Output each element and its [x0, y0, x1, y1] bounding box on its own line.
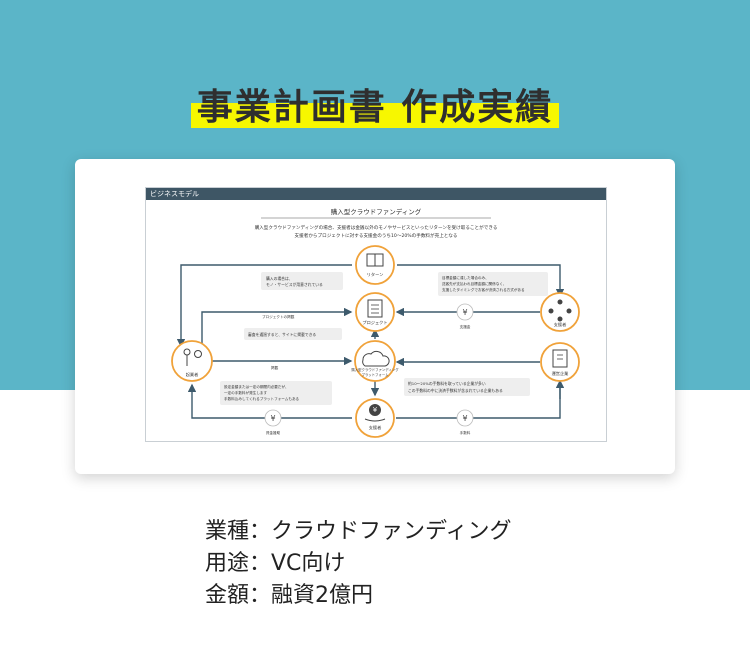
svg-text:購入の場合は、: 購入の場合は、: [266, 276, 293, 281]
svg-text:支援したタイミングでお客が決済される方式がある: 支援したタイミングでお客が決済される方式がある: [442, 287, 525, 292]
node-patrons: 支援者: [540, 292, 580, 332]
node-supporter: ¥ 支援者: [355, 398, 395, 438]
slide-description-line1: 購入型クラウドファンディングの場合、支援者は金銭以外のモノやサービスといったリタ…: [255, 224, 498, 231]
svg-text:一定の手数料が発生します: 一定の手数料が発生します: [224, 390, 268, 395]
industry-line: 業種：クラウドファンディング: [205, 519, 512, 544]
project-info: 業種：クラウドファンディング 用途：VC向け 金額：融資2億円: [205, 516, 511, 612]
note-funding-rule: 目標金額に達した場合のみ、 送客先が支払われ目標金額に関係なく、 支援したタイミ…: [438, 272, 548, 296]
note-return: 購入の場合は、 モノ・サービスが用意されている: [261, 272, 343, 290]
svg-text:審査を通過すると、サイトに掲載できる: 審査を通過すると、サイトに掲載できる: [248, 332, 316, 337]
yen-marker-funded: ¥ 資金援助: [264, 409, 282, 435]
heading: 事業計画書 作成実績: [0, 78, 750, 130]
yen-marker-fee: ¥ 手数料: [456, 409, 474, 435]
svg-text:モノ・サービスが用意されている: モノ・サービスが用意されている: [266, 282, 323, 287]
node-founder: 起業者: [171, 340, 213, 382]
note-fee: 約10～20%の手数料を取っている企業が多い この手数料の中に決済手数料が含まれ…: [404, 378, 530, 396]
note-publish: 審査を通過すると、サイトに掲載できる: [244, 328, 342, 340]
svg-text:¥: ¥: [462, 308, 467, 317]
svg-text:手数料: 手数料: [460, 430, 471, 435]
svg-text:支援金: 支援金: [460, 324, 471, 329]
svg-text:プラットフォーム: プラットフォーム: [361, 372, 389, 377]
amount-line: 金額：融資2億円: [205, 583, 373, 608]
note-platform-rule: 設定金額または一定の期間内必要だが、 一定の手数料が発生します 手数料込みしてく…: [220, 381, 332, 405]
svg-text:運営企業: 運営企業: [552, 370, 570, 377]
svg-text:約10～20%の手数料を取っている企業が多い: 約10～20%の手数料を取っている企業が多い: [408, 381, 486, 386]
node-return: リターン: [355, 245, 395, 285]
business-model-diagram: 購入型クラウドファンディング 購入型クラウドファンディングの場合、支援者は金銭以…: [171, 207, 580, 438]
svg-text:この手数料の中に決済手数料が含まれている企業もある: この手数料の中に決済手数料が含まれている企業もある: [408, 388, 503, 393]
svg-text:送客先が支払われ目標金額に関係なく、: 送客先が支払われ目標金額に関係なく、: [442, 281, 507, 286]
node-project: プロジェクト: [355, 292, 395, 332]
svg-text:リターン: リターン: [367, 271, 384, 278]
slide-card: ビジネスモデル 購入型クラウドファンディング 購入型クラウドファンディングの場合…: [75, 159, 675, 474]
label-project-post: プロジェクトの掲載: [262, 314, 295, 319]
svg-text:購入型クラウドファンディング: 購入型クラウドファンディング: [351, 367, 399, 372]
svg-text:¥: ¥: [270, 414, 275, 423]
page-title: 事業計画書 作成実績: [190, 78, 560, 130]
svg-text:目標金額に達した場合のみ、: 目標金額に達した場合のみ、: [442, 275, 489, 280]
label-publish: 掲載: [271, 365, 279, 370]
node-platform: 購入型クラウドファンディング プラットフォーム: [351, 340, 399, 382]
business-model-slide: ビジネスモデル 購入型クラウドファンディング 購入型クラウドファンディングの場合…: [145, 187, 607, 442]
purpose-line: 用途：VC向け: [205, 551, 346, 576]
svg-text:支援者: 支援者: [369, 424, 382, 431]
svg-text:¥: ¥: [462, 414, 467, 423]
yen-marker-support: ¥ 支援金: [456, 303, 474, 329]
svg-text:支援者: 支援者: [554, 321, 567, 328]
svg-text:手数料込みしてくれるプラットフォームもある: 手数料込みしてくれるプラットフォームもある: [224, 396, 300, 401]
svg-text:¥: ¥: [373, 406, 378, 414]
slide-header-text: ビジネスモデル: [150, 190, 199, 198]
svg-text:プロジェクト: プロジェクト: [362, 320, 387, 326]
svg-text:設定金額または一定の期間内必要だが、: 設定金額または一定の期間内必要だが、: [224, 384, 289, 389]
slide-header-bar: ビジネスモデル: [146, 188, 606, 200]
svg-text:起業者: 起業者: [186, 371, 199, 378]
slide-title: 購入型クラウドファンディング: [331, 207, 422, 216]
svg-text:資金援助: 資金援助: [266, 430, 281, 435]
slide-description-line2: 支援者からプロジェクトに対する支援金のうち10～20%の手数料が売上となる: [295, 232, 458, 239]
node-operator: 運営企業: [540, 342, 580, 382]
